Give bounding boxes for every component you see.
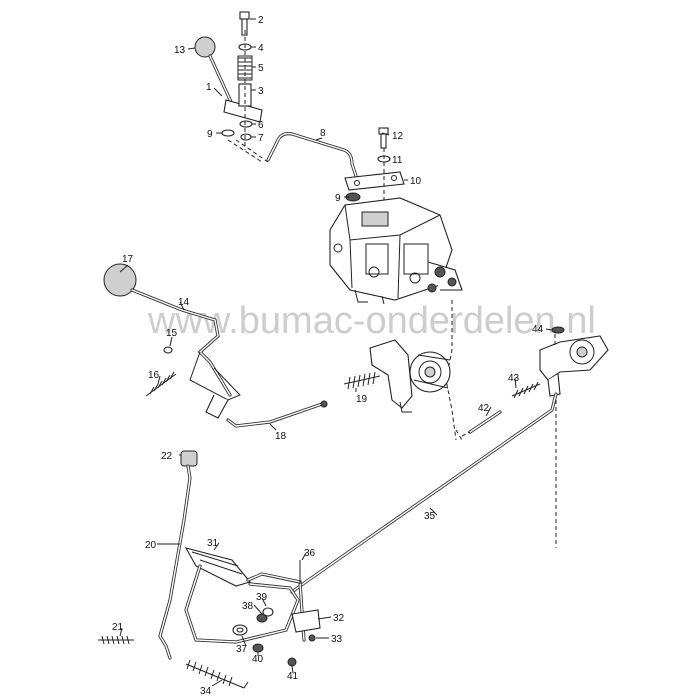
callout-8: 8 [320, 128, 326, 139]
right-pedal-bracket [455, 326, 609, 441]
callout-34: 34 [200, 686, 212, 697]
callout-21: 21 [112, 622, 124, 633]
callout-38: 38 [242, 601, 254, 612]
callout-31: 31 [207, 538, 219, 549]
callout-9-a: 9 [207, 129, 213, 140]
callout-43: 43 [508, 373, 520, 384]
callout-6: 6 [258, 120, 264, 131]
lever-knob-17 [103, 263, 137, 297]
callout-39: 39 [256, 592, 268, 603]
callout-5: 5 [258, 63, 264, 74]
callout-37: 37 [236, 644, 248, 655]
linkage-rod-8 [266, 132, 358, 178]
callout-12: 12 [392, 131, 404, 142]
callout-17: 17 [122, 254, 134, 265]
long-rod-35 [290, 392, 558, 594]
callout-18: 18 [275, 431, 287, 442]
callout-1: 1 [206, 82, 212, 93]
callout-10: 10 [410, 176, 422, 187]
callout-19: 19 [356, 394, 368, 405]
callout-4: 4 [258, 43, 264, 54]
callout-44: 44 [532, 324, 544, 335]
callout-11: 11 [392, 155, 403, 166]
watermark: www.bumac-onderdelen.nl [147, 300, 596, 342]
callout-32: 32 [333, 613, 345, 624]
callout-3: 3 [258, 86, 264, 97]
callout-14: 14 [178, 297, 190, 308]
transaxle [329, 197, 463, 441]
brake-cam-bracket [369, 339, 451, 413]
callout-16: 16 [148, 370, 160, 381]
callout-15: 15 [166, 328, 178, 339]
callout-40: 40 [252, 654, 264, 665]
leader-lines [119, 18, 553, 687]
hand-lever-assembly [103, 263, 241, 419]
callout-22: 22 [161, 451, 173, 462]
lever-knob-13 [194, 36, 216, 58]
callout-41: 41 [287, 671, 299, 682]
spring-16 [145, 371, 177, 397]
spring-19 [343, 371, 381, 390]
callout-2: 2 [258, 15, 264, 26]
pedal-assembly [184, 547, 321, 689]
knob-22 [180, 450, 198, 467]
callout-7: 7 [258, 133, 264, 144]
rod-18 [226, 400, 328, 428]
cutter-lift-rod-20 [98, 450, 198, 660]
callout-36: 36 [304, 548, 316, 559]
callout-labels: 1 2 3 4 5 6 7 8 9 9 10 11 12 13 14 15 16… [112, 15, 544, 697]
transaxle-lever-parts [344, 127, 405, 202]
callout-9-b: 9 [335, 193, 341, 204]
callout-20: 20 [145, 540, 157, 551]
callout-13: 13 [174, 45, 186, 56]
callout-33: 33 [331, 634, 343, 645]
callout-35: 35 [424, 511, 436, 522]
callout-42: 42 [478, 403, 490, 414]
